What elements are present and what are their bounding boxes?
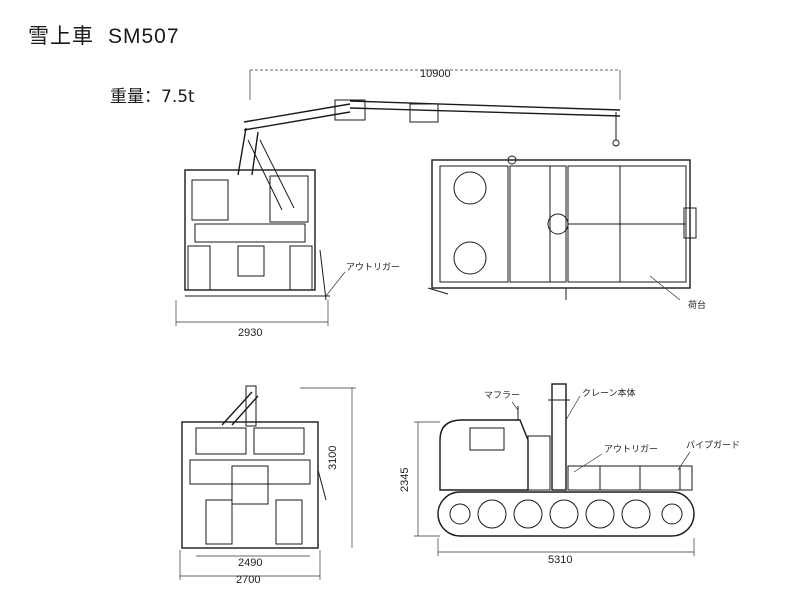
- side-cab-outline: [439, 419, 529, 491]
- rear-view: 3100 2490 2700: [179, 385, 356, 586]
- dim-rear-track-width: 2490: [238, 557, 262, 569]
- side-engine-block: [527, 435, 551, 491]
- rear-crane-arm-b: [231, 395, 259, 426]
- rear-hitch-block: [231, 465, 269, 505]
- side-view: 2345 5310 マフラー クレーン本体 アウトリガー パイプガード: [399, 383, 740, 566]
- rear-outrigger-leg: [317, 469, 327, 501]
- dim-side-length: 5310: [548, 554, 572, 566]
- top-outrigger-front: [427, 287, 449, 295]
- dim-rear-overall-width: 2700: [236, 574, 260, 586]
- front-bumper: [194, 223, 306, 243]
- leader-crane-body: [565, 395, 581, 421]
- dim-front-width: 2930: [238, 327, 262, 339]
- front-crane-brace: [247, 139, 283, 211]
- rear-body-outline: [181, 421, 319, 549]
- boom-section-joint: [409, 103, 439, 123]
- front-crane-mast-a: [237, 127, 247, 176]
- boom-upper-edge: [243, 103, 351, 123]
- drawing-title: 雪上車 SM507: [28, 20, 180, 50]
- side-idler-front: [449, 503, 471, 525]
- boom-lower-edge: [243, 111, 351, 131]
- side-cargo-bed: [567, 465, 693, 491]
- leader-muffler: [511, 401, 519, 411]
- rear-track-left: [205, 499, 233, 545]
- front-outrigger-leg: [319, 249, 327, 301]
- front-cab-left: [191, 179, 229, 221]
- side-road-wheel-3: [549, 499, 579, 529]
- front-body-outline: [184, 169, 316, 291]
- front-cab-right: [269, 175, 309, 223]
- top-hatch-upper: [453, 171, 487, 205]
- side-road-wheel-4: [585, 499, 615, 529]
- dim-boom-reach: 10900: [420, 68, 451, 80]
- side-road-wheel-1: [477, 499, 507, 529]
- front-track-left: [187, 245, 211, 291]
- top-crane-turntable: [547, 213, 569, 235]
- top-engine-bay: [509, 165, 551, 283]
- leader-cargo-bed: [649, 275, 681, 301]
- rear-window-left: [195, 427, 247, 455]
- top-cab-area: [439, 165, 509, 283]
- top-body-outline: [431, 159, 691, 289]
- boom-joint-housing: [334, 99, 366, 121]
- top-front-lamp: [507, 155, 517, 165]
- boom-extension-upper: [349, 100, 621, 111]
- leader-outrigger-side: [573, 453, 603, 473]
- top-hatch-lower: [453, 241, 487, 275]
- side-road-wheel-5: [621, 499, 651, 529]
- label-outrigger-top: アウトリガー: [346, 262, 400, 273]
- vehicle-model: SM507: [108, 25, 180, 48]
- front-view: 10900 2930 アウトリガー: [175, 68, 621, 339]
- side-track-outline: [437, 491, 695, 537]
- side-road-wheel-2: [513, 499, 543, 529]
- rear-crane-mast: [245, 385, 257, 427]
- rear-bumper: [189, 459, 311, 485]
- side-cab-window: [469, 427, 505, 451]
- top-rear-hitch: [683, 207, 697, 239]
- dim-side-height: 2345: [399, 468, 411, 492]
- vehicle-name: 雪上車: [28, 24, 94, 48]
- weight-label: 重量：7.5t: [110, 87, 195, 107]
- dim-rear-height: 3100: [327, 446, 339, 470]
- side-crane-mast: [551, 383, 567, 491]
- label-pipe-guard: パイプガード: [686, 440, 740, 451]
- rear-window-right: [253, 427, 305, 455]
- side-sprocket-rear: [661, 503, 683, 525]
- label-cargo-bed: 荷台: [688, 299, 706, 311]
- label-crane-body: クレーン本体: [582, 387, 636, 399]
- top-view: 荷台: [427, 155, 706, 311]
- front-crane-brace-b: [259, 139, 295, 209]
- rear-track-right: [275, 499, 303, 545]
- front-track-right: [289, 245, 313, 291]
- rear-crane-arm-a: [221, 391, 253, 426]
- label-outrigger-side: アウトリガー: [604, 444, 658, 455]
- boom-hook: [612, 139, 620, 147]
- leader-outrigger-top: [325, 271, 346, 297]
- front-grille: [237, 245, 265, 277]
- top-crane-base: [549, 165, 567, 283]
- boom-extension-lower: [349, 107, 621, 117]
- label-muffler: マフラー: [484, 390, 520, 401]
- leader-pipe-guard: [677, 451, 691, 471]
